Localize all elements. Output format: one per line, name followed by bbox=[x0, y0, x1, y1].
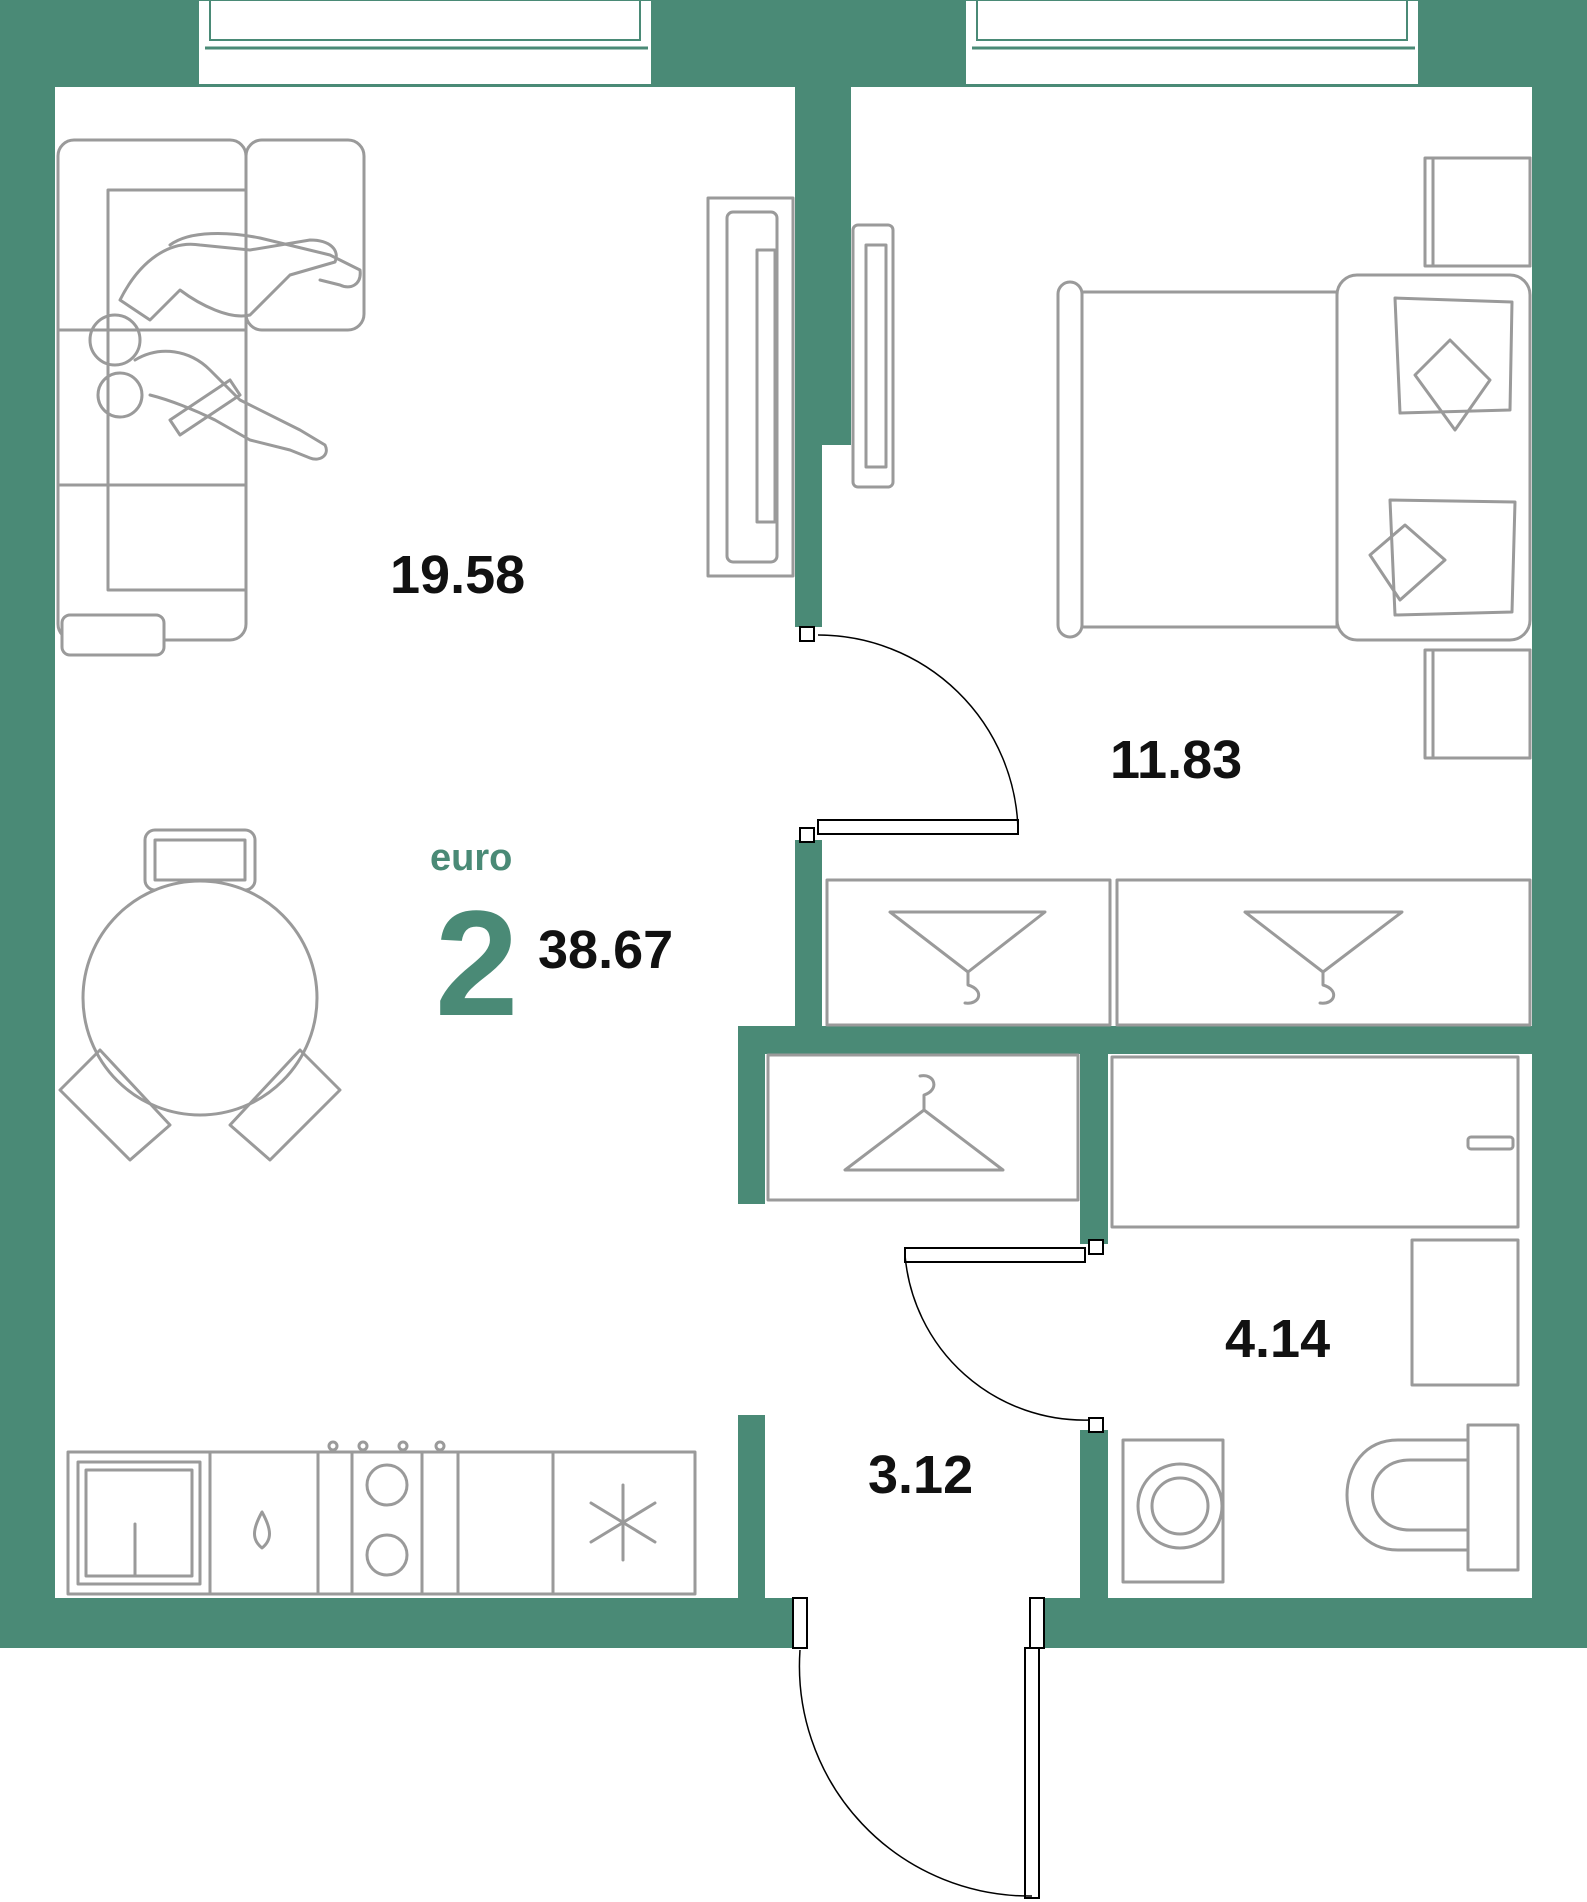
outer-wall-right bbox=[1532, 0, 1587, 1648]
toilet bbox=[1345, 1423, 1520, 1572]
kitchen-counter bbox=[66, 1440, 697, 1596]
door-bedroom bbox=[817, 819, 1019, 835]
nightstand-bottom bbox=[1423, 648, 1532, 760]
nightstand-top bbox=[1423, 156, 1532, 268]
bathtub bbox=[1110, 1055, 1520, 1229]
sofa bbox=[56, 138, 366, 657]
windows bbox=[197, 0, 1420, 86]
window-bedroom bbox=[964, 0, 1420, 86]
area-hallway: 3.12 bbox=[868, 1445, 973, 1505]
wall-living-bedroom-lower bbox=[795, 840, 822, 1028]
wall-bathroom-left-upper bbox=[1080, 1054, 1108, 1244]
wall-living-bedroom-mid bbox=[795, 445, 822, 627]
doors bbox=[792, 626, 1104, 1899]
door-bathroom bbox=[904, 1247, 1086, 1263]
wall-living-bedroom-upper bbox=[795, 87, 851, 445]
area-bathroom: 4.14 bbox=[1225, 1309, 1330, 1369]
snowflake-icon bbox=[589, 1483, 657, 1562]
people-on-sofa-icon bbox=[88, 232, 362, 461]
washing-machine bbox=[1121, 1438, 1225, 1584]
wall-wardrobe-left bbox=[738, 1026, 765, 1204]
apartment-rooms-count: 2 bbox=[435, 879, 518, 1047]
door-entrance bbox=[1024, 1647, 1040, 1899]
wardrobe-hallway bbox=[766, 1053, 1080, 1202]
outer-wall-left bbox=[0, 0, 55, 1648]
outer-wall-bottom-right bbox=[1040, 1598, 1587, 1648]
tv-stand-bedroom bbox=[851, 223, 895, 489]
wall-bathroom-left-lower bbox=[1080, 1430, 1108, 1648]
tv-stand-living bbox=[706, 196, 795, 578]
double-bed bbox=[1056, 273, 1532, 642]
area-bedroom: 11.83 bbox=[1110, 730, 1242, 790]
washbasin bbox=[1410, 1238, 1520, 1387]
wall-kitchen-hall bbox=[738, 1415, 765, 1598]
apartment-total-area: 38.67 bbox=[538, 920, 673, 980]
wardrobe-bedroom bbox=[825, 878, 1532, 1027]
window-living bbox=[197, 0, 653, 86]
area-living-kitchen: 19.58 bbox=[390, 545, 525, 605]
dining-table bbox=[58, 828, 342, 1162]
outer-wall-bottom-left bbox=[0, 1598, 800, 1648]
apartment-type-label: euro bbox=[430, 837, 512, 879]
wall-wardrobe-top bbox=[738, 1026, 1532, 1054]
